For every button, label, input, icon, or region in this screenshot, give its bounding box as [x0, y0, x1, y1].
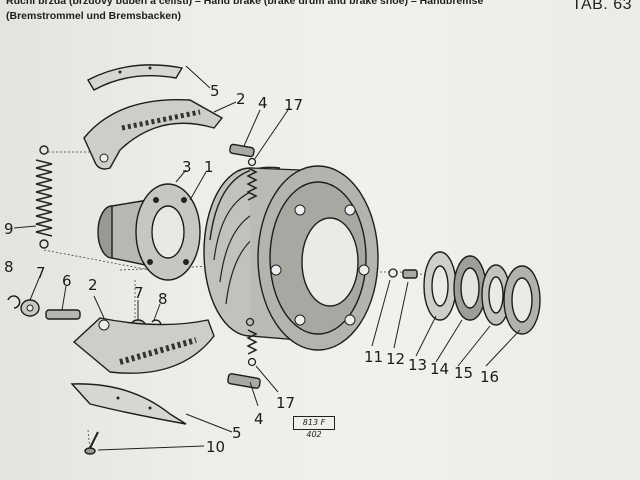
screw [84, 431, 99, 455]
callout-10: 10 [206, 438, 225, 456]
brake-shoe-bottom [72, 317, 215, 374]
callout-9: 9 [4, 220, 14, 238]
callout-4-bottom: 4 [254, 410, 264, 428]
tab-label: TAB. 63 [571, 0, 632, 13]
callout-16: 16 [480, 368, 499, 386]
brake-drum [203, 165, 379, 351]
callout-13: 13 [408, 356, 427, 374]
callout-7-mid: 7 [134, 284, 144, 302]
brake-lining-bottom [70, 383, 187, 425]
callout-7-left: 7 [36, 264, 46, 282]
callout-12: 12 [386, 350, 405, 368]
callout-4-top: 4 [258, 94, 268, 112]
callout-6: 6 [62, 272, 72, 290]
brake-lining-top [87, 64, 184, 91]
callout-2-bottom: 2 [88, 276, 98, 294]
brake-shoe-top [83, 98, 224, 170]
callout-14: 14 [430, 360, 449, 378]
callout-3: 3 [182, 158, 192, 176]
callout-8-mid: 8 [158, 290, 168, 308]
page-header: Ruční brzda (brzdový buben a čelisti) – … [6, 0, 484, 22]
callout-17-bottom: 17 [276, 394, 295, 412]
callout-8-left: 8 [4, 258, 14, 276]
leader-lines [13, 65, 521, 451]
wheel-hub [97, 183, 201, 281]
pins [227, 143, 261, 389]
callout-11: 11 [364, 348, 383, 366]
return-spring [35, 145, 53, 249]
drawing-reference-stamp: 813 F 402 [293, 416, 335, 439]
callout-2-top: 2 [236, 90, 246, 108]
right-side-parts [388, 251, 541, 335]
callout-1: 1 [204, 158, 214, 176]
callout-15: 15 [454, 364, 473, 382]
callout-5-bottom: 5 [232, 424, 242, 442]
callout-5-top: 5 [210, 82, 220, 100]
callout-numbers: 5 2 4 17 3 1 9 8 7 6 2 7 8 11 12 13 14 1… [4, 82, 499, 456]
callout-17-top: 17 [284, 96, 303, 114]
hold-down-springs [245, 157, 258, 367]
